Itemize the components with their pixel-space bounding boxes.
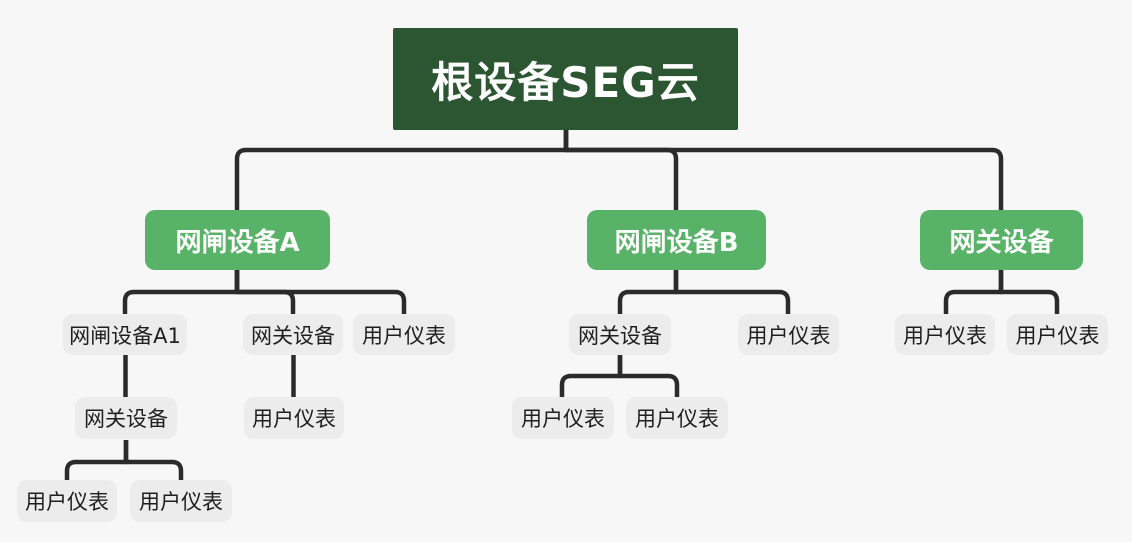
connector-root-to-gap-b [563,130,679,211]
connector-gap-a-to-a1 [122,270,240,315]
node-user-meter-gateway-b-1[interactable]: 用户仪表 [512,397,614,439]
node-gap-device-b[interactable]: 网闸设备B [587,210,766,270]
node-user-meter-gateway-a1-1[interactable]: 用户仪表 [17,480,117,522]
node-user-meter-under-b[interactable]: 用户仪表 [738,314,839,355]
node-gap-device-a1[interactable]: 网闸设备A1 [63,314,187,355]
node-root-seg-cloud[interactable]: 根设备SEG云 [393,28,738,130]
node-user-meter-gateway-2[interactable]: 用户仪表 [1007,314,1108,355]
node-user-meter-gateway-a1-2[interactable]: 用户仪表 [130,480,232,522]
connector-root-to-gateway [563,130,1004,211]
connector-gap-b-to-gateway [617,270,679,315]
connector-gateway-a1-to-meter-2 [123,440,184,481]
node-gateway-device[interactable]: 网关设备 [920,210,1083,270]
node-user-meter-under-a[interactable]: 用户仪表 [353,314,455,355]
node-gap-device-a[interactable]: 网闸设备A [145,210,330,270]
node-user-meter-gateway-1[interactable]: 用户仪表 [895,314,995,355]
connector-gateway-b-to-meter-2 [617,355,680,398]
connector-gateway-b-to-meter-1 [559,355,623,398]
node-user-meter-gateway-a[interactable]: 用户仪表 [244,397,344,439]
connector-gateway-to-meter-2 [998,270,1060,315]
node-gateway-device-under-a[interactable]: 网关设备 [243,314,343,355]
node-gateway-device-under-a1[interactable]: 网关设备 [75,397,177,439]
node-user-meter-gateway-b-2[interactable]: 用户仪表 [626,397,728,439]
connector-root-to-gap-a [234,130,569,211]
connector-gap-a-to-meter [234,270,407,315]
connector-gateway-a1-to-meter-1 [64,440,129,481]
node-gateway-device-under-b[interactable]: 网关设备 [569,314,671,355]
connector-gap-b-to-meter [673,270,791,315]
connector-gateway-to-meter-1 [943,270,1004,315]
